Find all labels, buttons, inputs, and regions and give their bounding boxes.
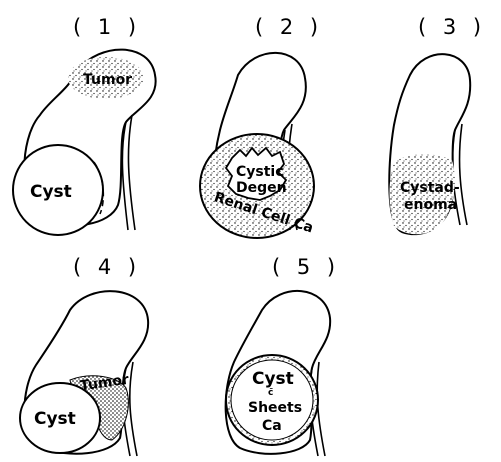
panel-5: ( 5 ) Cyst c̄ Sheets Ca [226,255,340,456]
panel-3-number: ( 3 ) [418,15,486,39]
panel-2-label-line2: Degen [236,180,287,196]
panel-3: ( 3 ) Cystad- enoma [389,15,486,234]
panel-4: ( 4 ) Tumor Cyst [20,255,148,456]
panel-5-label-line2: c̄ [268,388,273,398]
panel-5-label-line3: Sheets [248,400,302,416]
panel-2-number: ( 2 ) [255,15,323,39]
panel-2: ( 2 ) Cystic Degen Renal Cell Ca [200,15,323,238]
panel-3-label-line1: Cystad- [400,180,460,196]
panel-4-cyst-label: Cyst [34,409,76,429]
panel-3-label-line2: enoma [404,197,457,213]
panel-2-label-line1: Cystic [236,164,284,180]
panel-1-ureter [122,115,135,230]
panel-5-label-line1: Cyst [252,369,294,389]
panel-5-label-line4: Ca [262,418,282,434]
panel-1-tumor-label: Tumor [83,72,132,88]
panel-1: ( 1 ) Tumor Cyst [13,15,156,235]
panel-1-number: ( 1 ) [73,15,141,39]
panel-4-number: ( 4 ) [73,255,141,279]
panel-5-number: ( 5 ) [272,255,340,279]
panel-1-cyst-label: Cyst [30,182,72,202]
